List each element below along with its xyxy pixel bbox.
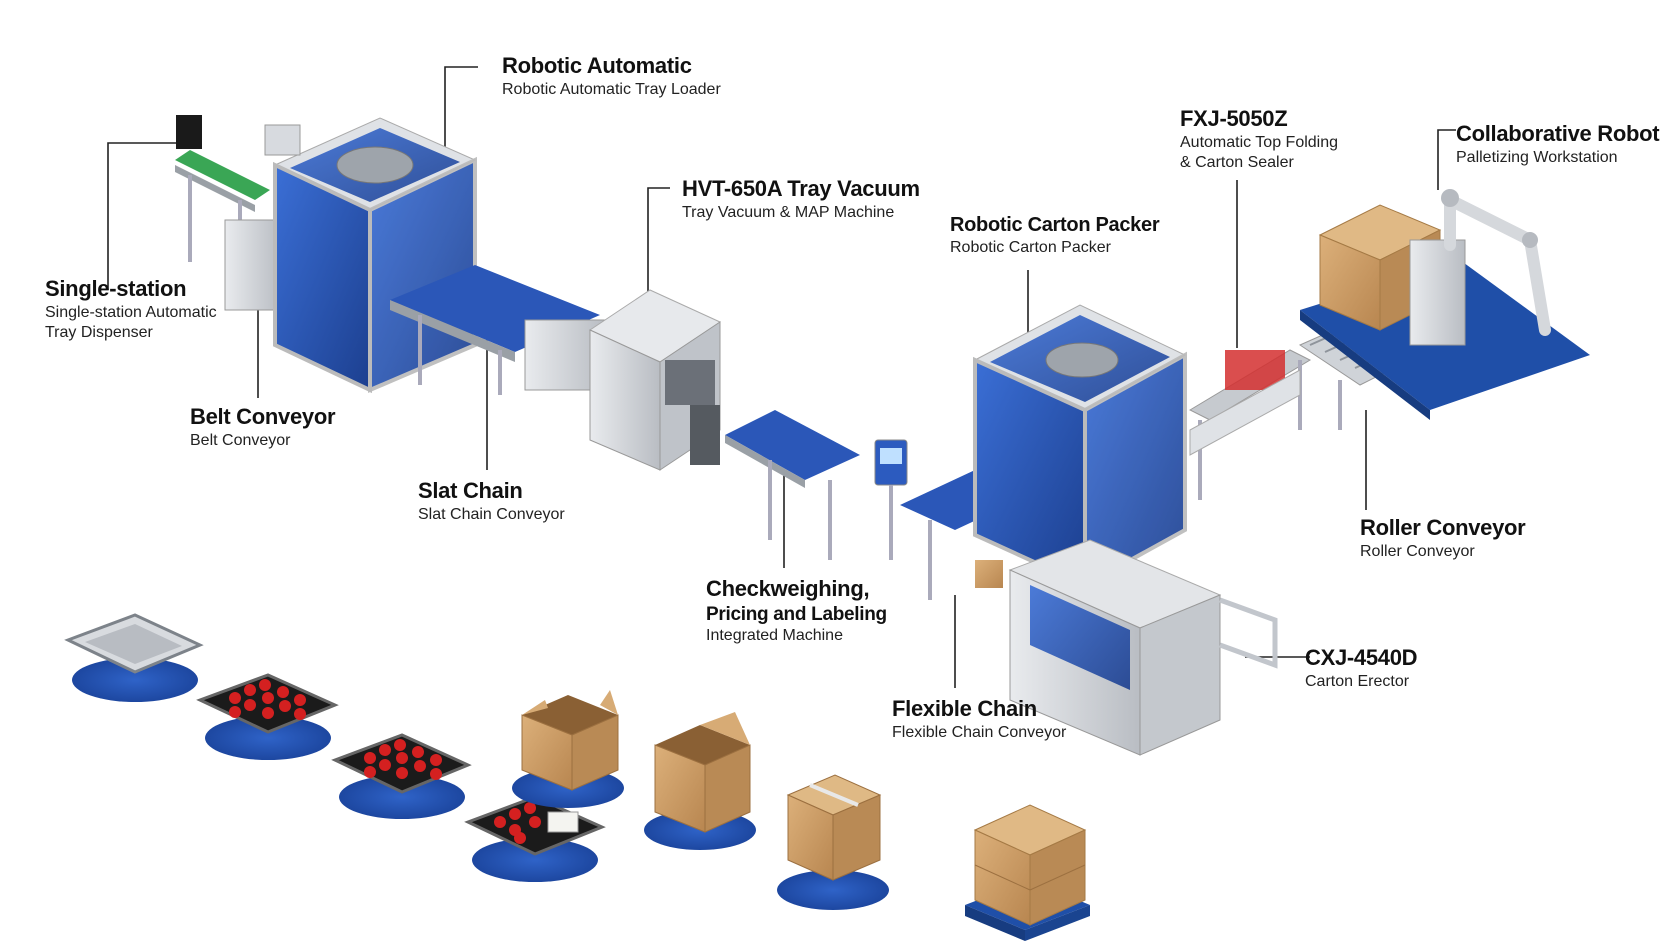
label-sub: Integrated Machine [706,627,843,645]
carton-erector-machine [975,539,1278,756]
label-collaborative-robot: Collaborative Robot Palletizing Workstat… [1456,120,1660,168]
product-flow [64,613,1090,941]
label-title: HVT-650A Tray Vacuum [682,176,920,201]
label-slat-chain: Slat Chain Slat Chain Conveyor [418,477,565,525]
label-title: Robotic Carton Packer [950,214,1160,236]
label-title: FXJ-5050Z [1180,106,1288,131]
label-title: CXJ-4540D [1305,645,1418,670]
carton-sealer-machine [1188,349,1312,500]
label-sub: Palletizing Workstation [1456,148,1618,166]
label-title: Belt Conveyor [190,404,336,429]
label-sub: & Carton Sealer [1180,153,1294,171]
labeled-tray-icon [464,795,606,856]
label-title: Single-station [45,276,187,301]
label-roller-conveyor: Roller Conveyor Roller Conveyor [1360,514,1526,562]
leader-cobot [1437,129,1456,190]
robot-arm-icon [1444,194,1551,336]
leader-hvt [647,187,670,318]
filled-tray-icon [196,673,339,734]
open-carton-icon [654,712,751,833]
label-hvt-650a: HVT-650A Tray Vacuum Tray Vacuum & MAP M… [682,175,920,223]
label-title: Checkweighing, [706,576,870,601]
label-robotic-automatic: Robotic Automatic Robotic Automatic Tray… [502,52,721,100]
label-title: Robotic Automatic [502,53,692,78]
label-sub: Robotic Carton Packer [950,239,1111,256]
label-flexible-chain: Flexible Chain Flexible Chain Conveyor [892,695,1066,743]
empty-tray-icon [64,613,204,674]
label-title: Slat Chain [418,478,523,503]
label-title: Pricing and Labeling [706,603,887,625]
label-single-station: Single-station Single-station Automatic … [45,275,217,343]
carton-packer-machine [973,304,1187,589]
leader-robotic-automatic [444,66,478,160]
label-sub: Roller Conveyor [1360,542,1475,560]
label-belt-conveyor: Belt Conveyor Belt Conveyor [190,403,336,451]
label-cxj-4540d: CXJ-4540D Carton Erector [1305,644,1418,692]
label-title: Flexible Chain [892,696,1037,721]
label-sub: Robotic Automatic Tray Loader [502,80,721,98]
label-checkweighing: Checkweighing, Pricing and Labeling Inte… [706,575,887,646]
label-sub: Tray Vacuum & MAP Machine [682,203,895,221]
tray-vacuum-machine [588,289,722,471]
sealed-carton-icon [786,774,882,881]
label-title: Collaborative Robot [1456,121,1660,146]
label-sub: Slat Chain Conveyor [418,505,565,523]
label-sub: Belt Conveyor [190,431,291,449]
label-fxj-5050z: FXJ-5050Z Automatic Top Folding & Carton… [1180,105,1338,173]
label-robotic-carton-packer: Robotic Carton Packer Robotic Carton Pac… [950,213,1160,258]
open-carton-icon [521,690,619,791]
leader-single-station [107,142,180,290]
label-sub: Flexible Chain Conveyor [892,723,1067,741]
pallet-stack-icon [965,804,1090,941]
label-sub: Single-station Automatic [45,303,217,321]
label-sub: Carton Erector [1305,672,1410,690]
filled-tray-icon [331,733,472,794]
palletizing-workstation [1300,189,1590,420]
tray-loader-machine [264,117,477,394]
label-sub: Tray Dispenser [45,323,153,341]
label-sub: Automatic Top Folding [1180,133,1339,151]
tray-dispenser-machine [175,115,281,311]
label-title: Roller Conveyor [1360,515,1526,540]
